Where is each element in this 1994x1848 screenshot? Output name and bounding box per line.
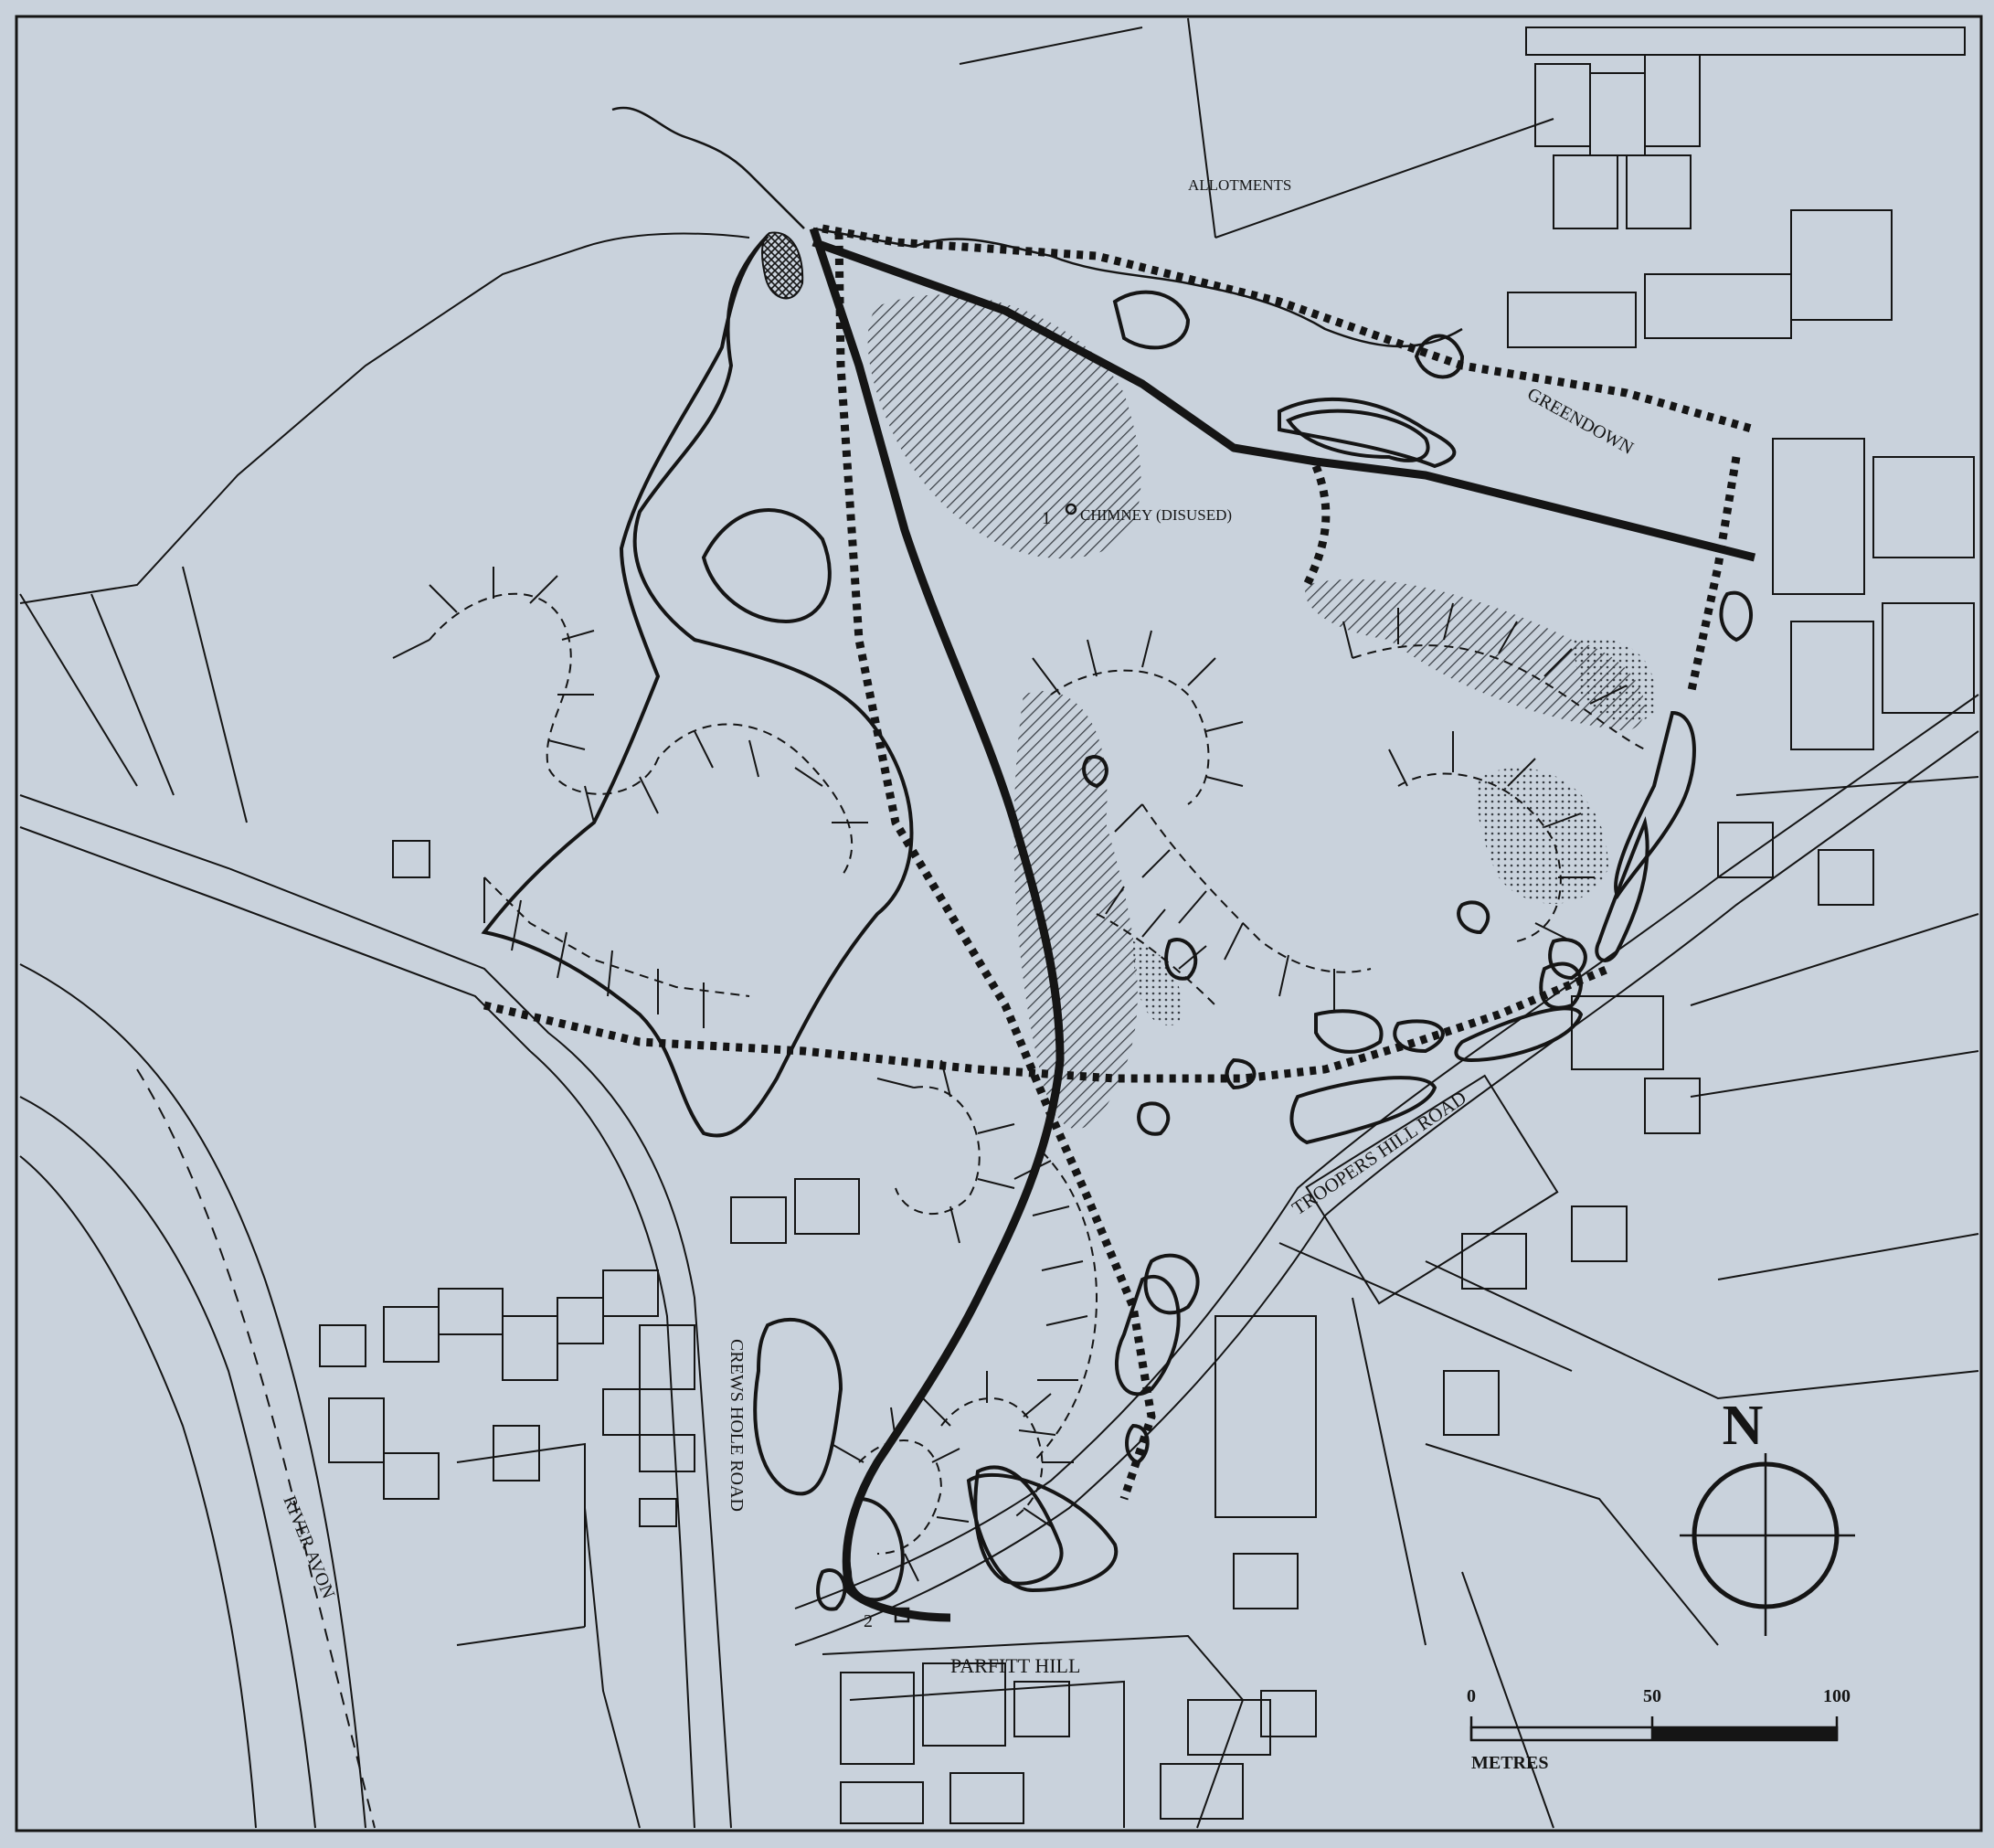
chimney-icon (1065, 503, 1077, 515)
label-point-2: 2 (864, 1611, 873, 1631)
marker-2-icon (894, 1607, 910, 1623)
stream (611, 106, 1463, 348)
north-arrow-label: N (1723, 1395, 1764, 1457)
quarry-slopes (392, 567, 1646, 1582)
scale-tick-50: 50 (1643, 1686, 1661, 1706)
north-arrow: N (1680, 1395, 1855, 1636)
scale-bar: 0 50 100 METRES (1467, 1686, 1851, 1773)
label-crews-hole-road: CREWS HOLE ROAD (727, 1339, 747, 1512)
label-parfitt-hill: PARFITT HILL (950, 1654, 1080, 1677)
buildings (319, 27, 1975, 1824)
label-chimney: CHIMNEY (DISUSED) (1080, 506, 1232, 524)
scale-tick-100: 100 (1823, 1686, 1851, 1706)
label-chimney-number: 1 (1042, 508, 1051, 528)
footpaths (483, 224, 1756, 1501)
woodland-clumps (481, 234, 1753, 1611)
scale-unit: METRES (1471, 1753, 1548, 1773)
roads-and-plots (19, 17, 1979, 1829)
label-allotments: ALLOTMENTS (1188, 176, 1291, 194)
hatched-areas (760, 231, 1656, 1130)
site-boundary (809, 227, 1756, 1622)
scale-tick-0: 0 (1467, 1686, 1476, 1706)
river-avon (19, 963, 376, 1829)
